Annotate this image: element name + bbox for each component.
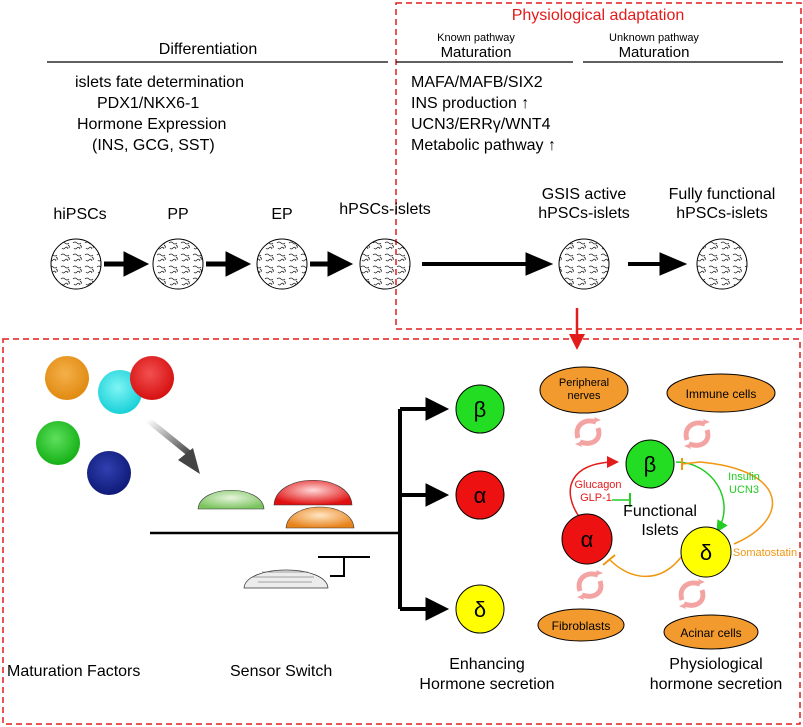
network-beta-symbol: β — [644, 452, 657, 477]
ucn3-label: UCN3 — [729, 484, 759, 496]
functional-islets-label-2: Islets — [641, 522, 678, 539]
islet-network-cells: β α δ — [561, 439, 732, 578]
stage-circle-hipscs — [50, 238, 102, 290]
stage-circle-gsis — [558, 238, 610, 290]
sensor-discs — [197, 479, 355, 589]
beta-cell-circle — [455, 384, 505, 434]
factor-sphere-blue — [87, 451, 131, 495]
diff-line-pdx1: PDX1/NKX6-1 — [97, 95, 199, 112]
peripheral-nerves-label-1: Peripheral — [559, 377, 609, 389]
factor-sphere-green — [36, 421, 80, 465]
sensor-switch-label: Sensor Switch — [230, 663, 332, 680]
sensor-disc-orange — [285, 506, 355, 529]
diff-line-fate: islets fate determination — [75, 74, 244, 91]
branching-arrows — [150, 397, 450, 621]
bottom-panel-box — [2, 338, 801, 725]
stage-arrows — [104, 251, 688, 277]
sensor-switch-inhibition — [318, 556, 370, 577]
stage-label-functional-2: hPSCs-islets — [676, 205, 768, 222]
stage-circle-pp — [152, 238, 204, 290]
physiological-label-2: hormone secretion — [650, 676, 783, 693]
stage-circles — [50, 238, 748, 290]
maturation-factors-label: Maturation Factors — [7, 663, 140, 680]
differentiation-title: Differentiation — [159, 41, 257, 58]
enhancing-label-1: Enhancing — [449, 656, 525, 673]
stage-circle-ep — [256, 238, 308, 290]
factor-sphere-red — [130, 356, 174, 400]
stage-label-gsis-2: hPSCs-islets — [538, 205, 630, 222]
cell-type-circles: β α δ — [455, 384, 505, 634]
factor-to-sensor-arrow — [146, 417, 200, 474]
stage-label-hpscs-islets: hPSCs-islets — [339, 201, 431, 218]
sensor-disc-gray — [243, 569, 329, 589]
known-line-metabolic: Metabolic pathway ↑ — [411, 137, 556, 154]
immune-cells-ellipse — [666, 373, 776, 413]
physiological-adaptation-box — [395, 2, 802, 330]
network-delta-symbol: δ — [700, 540, 712, 565]
stage-label-pp: PP — [167, 206, 188, 223]
stage-label-ep: EP — [271, 206, 292, 223]
stage-circle-hpscs-islets — [359, 238, 411, 290]
diff-line-hormone: Hormone Expression — [77, 116, 226, 133]
peripheral-nerves-ellipse — [539, 366, 629, 414]
known-maturation-label: Maturation — [441, 44, 512, 61]
sensor-disc-red — [273, 479, 353, 506]
stage-label-gsis-1: GSIS active — [542, 186, 627, 203]
alpha-cell-circle — [455, 470, 505, 520]
functional-islets-label-1: Functional — [623, 503, 697, 520]
physiological-label-1: Physiological — [669, 656, 762, 673]
stage-label-functional-1: Fully functional — [669, 186, 776, 203]
insulin-label: Insulin — [728, 471, 760, 483]
fibroblasts-label: Fibroblasts — [552, 619, 611, 633]
physiological-adaptation-title: Physiological adaptation — [512, 7, 685, 24]
diff-line-ins-gcg-sst: (INS, GCG, SST) — [92, 137, 215, 154]
unknown-maturation-label: Maturation — [619, 44, 690, 61]
network-alpha-symbol: α — [581, 527, 594, 552]
immune-cells-label: Immune cells — [686, 387, 757, 401]
alpha-cell-symbol: α — [474, 483, 487, 508]
enhancing-label-2: Hormone secretion — [419, 676, 554, 693]
stage-circle-functional — [696, 238, 748, 290]
acinar-cells-ellipse — [663, 614, 759, 650]
peripheral-nerves-label-2: nerves — [567, 390, 601, 402]
somatostatin-label: Somatostatin — [733, 547, 797, 559]
network-beta-cell — [625, 439, 675, 489]
known-pathway-label: Known pathway — [437, 32, 515, 44]
known-line-ins: INS production ↑ — [411, 95, 529, 112]
unknown-pathway-label: Unknown pathway — [609, 32, 699, 44]
delta-cell-circle — [455, 584, 505, 634]
network-interactions — [569, 456, 774, 578]
network-delta-cell — [680, 526, 732, 578]
known-line-mafa: MAFA/MAFB/SIX2 — [411, 74, 543, 91]
maturation-factor-spheres — [36, 356, 174, 495]
stage-label-hipscs: hiPSCs — [53, 206, 106, 223]
delta-cell-symbol: δ — [474, 597, 486, 622]
glucagon-label: Glucagon — [574, 479, 621, 491]
acinar-cells-label: Acinar cells — [680, 626, 741, 640]
fibroblasts-ellipse — [537, 608, 625, 642]
known-line-ucn3: UCN3/ERRγ/WNT4 — [411, 116, 551, 133]
network-alpha-cell — [561, 513, 613, 565]
niche-cells: Peripheral nerves Immune cells Fibroblas… — [537, 366, 776, 650]
sensor-disc-green — [197, 490, 265, 510]
factor-sphere-orange — [45, 356, 89, 400]
beta-cell-symbol: β — [474, 397, 487, 422]
glp1-label: GLP-1 — [580, 492, 612, 504]
red-transition-arrow — [569, 308, 585, 350]
